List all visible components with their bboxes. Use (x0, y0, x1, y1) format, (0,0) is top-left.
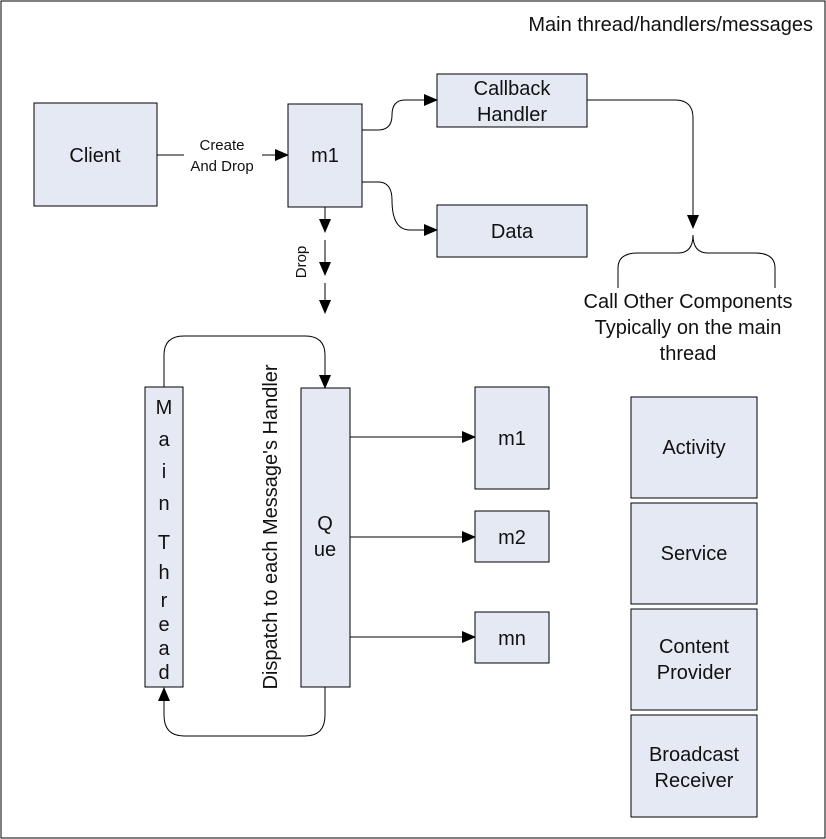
content-provider-node: Content Provider (630, 608, 758, 711)
main-thread-letter: a (158, 429, 170, 451)
main-thread-letter: M (156, 397, 173, 419)
m1-top-label: m1 (311, 145, 339, 167)
que-node: Q ue (300, 387, 351, 688)
main-thread-letter: n (158, 493, 169, 515)
drop-label: Drop (293, 246, 310, 279)
activity-label: Activity (662, 437, 725, 459)
diagram-title: Main thread/handlers/messages (528, 14, 813, 36)
m2-node: m2 (474, 510, 550, 563)
mn-label: mn (498, 628, 526, 650)
callback-label-line2: Handler (477, 104, 547, 126)
annotation-line3: thread (660, 343, 717, 365)
client-label: Client (69, 145, 121, 167)
loop-top-arrow (163, 335, 331, 389)
m1-to-callback-arrow (362, 94, 438, 131)
m1-node: m1 (474, 386, 550, 490)
m1-to-data-arrow (362, 181, 438, 236)
service-label: Service (661, 543, 728, 565)
activity-node: Activity (630, 396, 758, 499)
service-node: Service (630, 502, 758, 605)
create-and-drop-label-bg (184, 136, 262, 176)
and-drop-label: And Drop (190, 158, 253, 175)
broadcast-receiver-node: Broadcast Receiver (630, 714, 758, 818)
dispatch-label: Dispatch to each Message's Handler (260, 364, 282, 689)
data-label: Data (491, 221, 534, 243)
components-brace (617, 234, 776, 288)
data-node: Data (436, 204, 588, 258)
create-label: Create (199, 137, 244, 154)
annotation-line2: Typically on the main (595, 317, 782, 339)
callback-to-components-arrow (587, 99, 699, 229)
content-provider-label-line2: Provider (657, 662, 732, 684)
que-label-line2: ue (314, 539, 336, 561)
main-thread-letter: h (158, 562, 169, 584)
annotation-line1: Call Other Components (584, 291, 793, 313)
main-thread-node: M a i n T h r e a d (144, 386, 184, 688)
main-thread-letter: e (158, 614, 169, 636)
mn-node: mn (474, 611, 550, 664)
main-thread-letter: T (158, 532, 170, 554)
broadcast-label-line2: Receiver (655, 770, 734, 792)
content-provider-label-line1: Content (659, 636, 729, 658)
m1-label: m1 (498, 428, 526, 450)
loop-bottom-arrow (158, 687, 326, 737)
broadcast-label-line1: Broadcast (649, 744, 739, 766)
main-thread-letter: i (162, 461, 166, 483)
m1-top-node: m1 (287, 103, 363, 208)
callback-handler-node: Callback Handler (436, 73, 588, 128)
main-thread-letter: r (161, 590, 168, 612)
que-label-line1: Q (317, 513, 333, 535)
client-node: Client (33, 102, 158, 207)
m2-label: m2 (498, 527, 526, 549)
main-thread-letter: d (158, 662, 169, 684)
callback-label-line1: Callback (474, 78, 552, 100)
main-thread-letter: a (158, 638, 170, 660)
